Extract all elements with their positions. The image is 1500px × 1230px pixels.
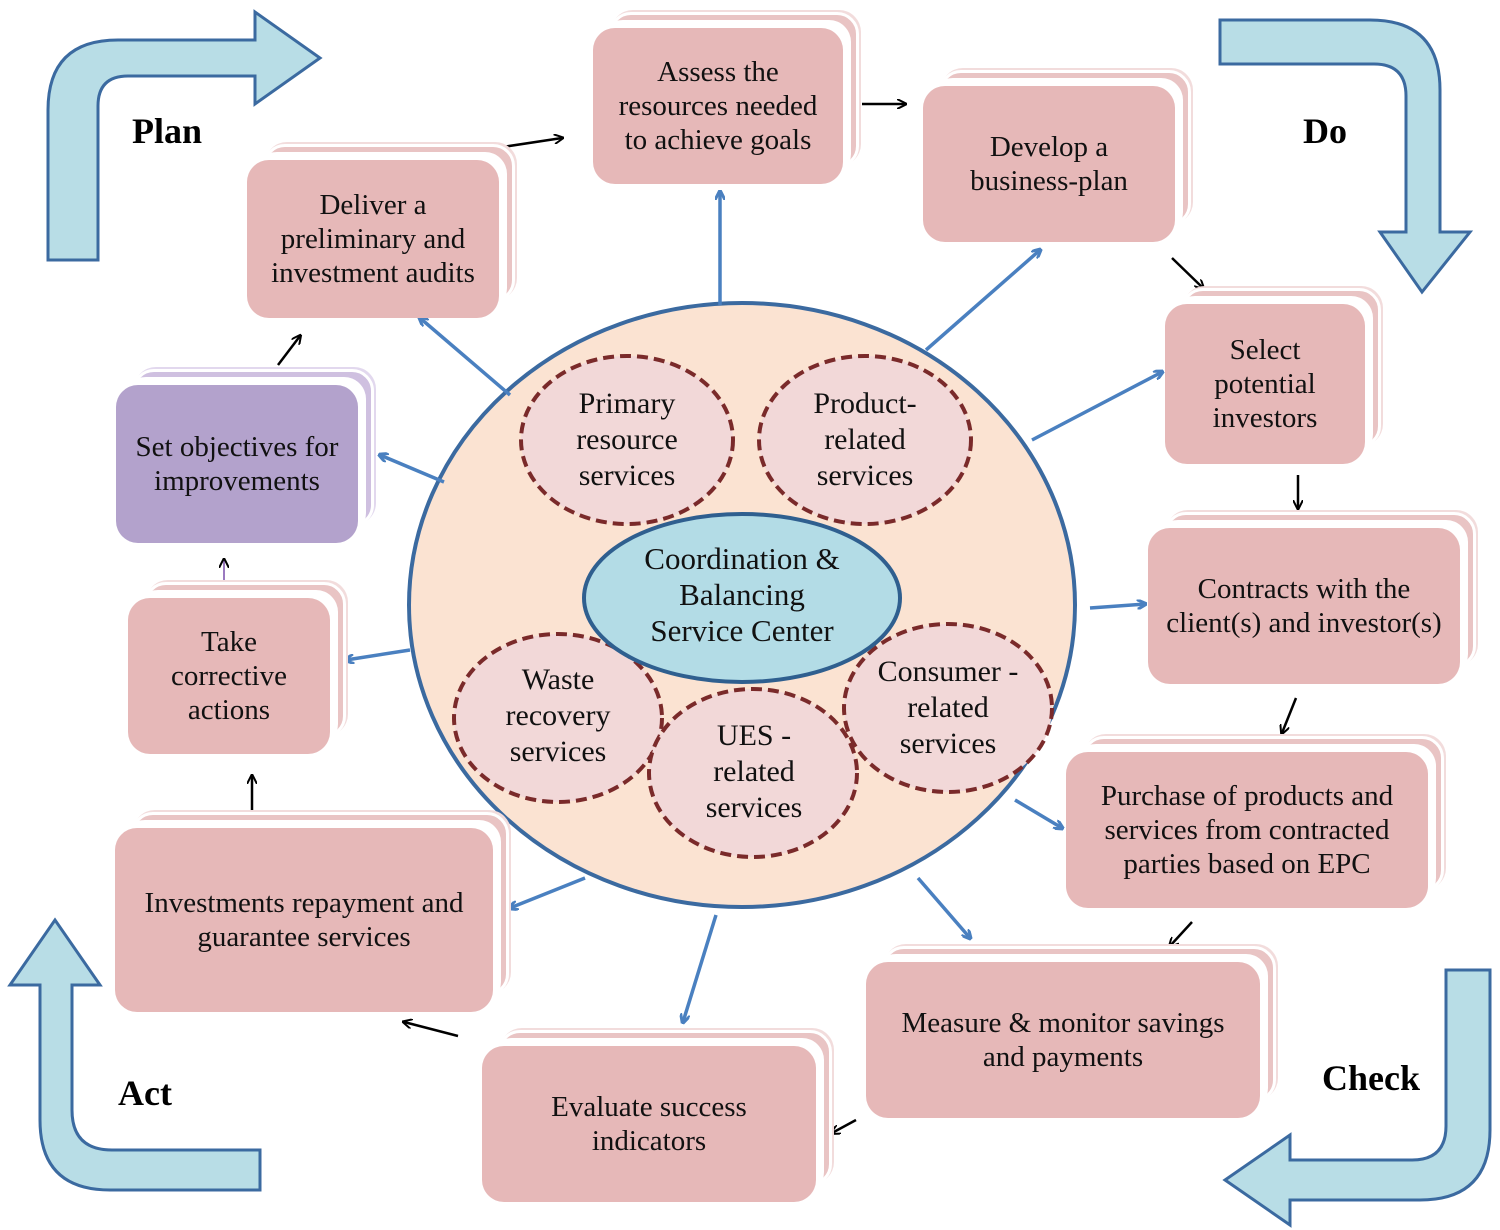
check-phase-arrow bbox=[1222, 968, 1492, 1228]
cycle-arrow-contracts-purchase bbox=[1282, 697, 1298, 733]
step-contracts: Contracts with the client(s) and investo… bbox=[1148, 512, 1476, 684]
waste-recovery-label: Waste recovery services bbox=[505, 663, 611, 768]
connector-to-objectives bbox=[380, 455, 445, 484]
step-select-investors: Select potential investors bbox=[1165, 288, 1381, 464]
ues-related-label: UES - related services bbox=[705, 719, 803, 824]
step-corrective-text: Take corrective actions bbox=[128, 598, 330, 754]
core-ellipse bbox=[582, 512, 902, 684]
plan-phase-arrow bbox=[46, 9, 323, 262]
connector-to-corrective bbox=[346, 648, 411, 660]
step-audits: Deliver a preliminary and investment aud… bbox=[247, 144, 515, 318]
step-select-investors-text: Select potential investors bbox=[1165, 304, 1365, 464]
connector-to-investors bbox=[1031, 372, 1162, 442]
product-related-label: Product-related services bbox=[813, 387, 917, 492]
step-repayment: Investments repayment and guarantee serv… bbox=[115, 812, 509, 1012]
cycle-arrow-objectives-audits bbox=[277, 336, 300, 366]
step-assess-resources-text: Assess the resources needed to achieve g… bbox=[593, 28, 843, 184]
consumer-related-label: Consumer -related services bbox=[877, 655, 1019, 760]
product-related-ellipse bbox=[757, 354, 973, 526]
connector-to-audits bbox=[420, 318, 512, 397]
connector-to-evaluate bbox=[683, 914, 718, 1022]
act-label: Act bbox=[118, 1073, 172, 1113]
primary-resource-ellipse bbox=[519, 354, 735, 526]
connector-to-contracts bbox=[1089, 604, 1145, 610]
step-evaluate: Evaluate success indicators bbox=[482, 1030, 832, 1202]
plan-label: Plan bbox=[132, 111, 203, 151]
connector-to-measure bbox=[916, 876, 970, 938]
step-evaluate-text: Evaluate success indicators bbox=[482, 1046, 816, 1202]
cycle-arrow-plan-investors bbox=[1171, 257, 1203, 288]
core-label: Coordination & Balancing Service Center bbox=[644, 541, 840, 648]
cycle-arrow-audits-assess bbox=[495, 138, 562, 150]
step-assess-resources: Assess the resources needed to achieve g… bbox=[593, 12, 859, 184]
ues-related-ellipse bbox=[647, 687, 859, 859]
step-contracts-text: Contracts with the client(s) and investo… bbox=[1148, 528, 1460, 684]
connector-to-purchase bbox=[1014, 798, 1062, 828]
cycle-arrow-purchase-measure bbox=[1170, 921, 1193, 946]
step-repayment-text: Investments repayment and guarantee serv… bbox=[115, 828, 493, 1012]
waste-recovery-ellipse bbox=[452, 632, 664, 804]
cycle-arrow-evaluate-repayment bbox=[404, 1022, 459, 1038]
step-purchase-text: Purchase of products and services from c… bbox=[1066, 752, 1428, 908]
step-measure: Measure & monitor savings and payments bbox=[866, 946, 1276, 1118]
do-phase-arrow bbox=[1218, 18, 1474, 295]
cycle-arrow-measure-evaluate bbox=[832, 1118, 857, 1133]
step-corrective: Take corrective actions bbox=[128, 582, 346, 754]
act-phase-arrow bbox=[7, 917, 262, 1192]
primary-resource-label: Primary resource services bbox=[576, 387, 678, 492]
step-objectives-text: Set objectives for improvements bbox=[116, 385, 358, 543]
connector-to-repayment bbox=[510, 876, 586, 908]
consumer-related-ellipse bbox=[842, 622, 1054, 794]
step-business-plan-text: Develop a business-plan bbox=[923, 86, 1175, 242]
step-measure-text: Measure & monitor savings and payments bbox=[866, 962, 1260, 1118]
connector-to-business-plan bbox=[924, 250, 1040, 352]
step-purchase: Purchase of products and services from c… bbox=[1066, 736, 1444, 908]
do-label: Do bbox=[1303, 111, 1347, 151]
step-objectives: Set objectives for improvements bbox=[116, 369, 374, 543]
step-audits-text: Deliver a preliminary and investment aud… bbox=[247, 160, 499, 318]
step-business-plan: Develop a business-plan bbox=[923, 70, 1191, 242]
check-label: Check bbox=[1322, 1058, 1420, 1098]
